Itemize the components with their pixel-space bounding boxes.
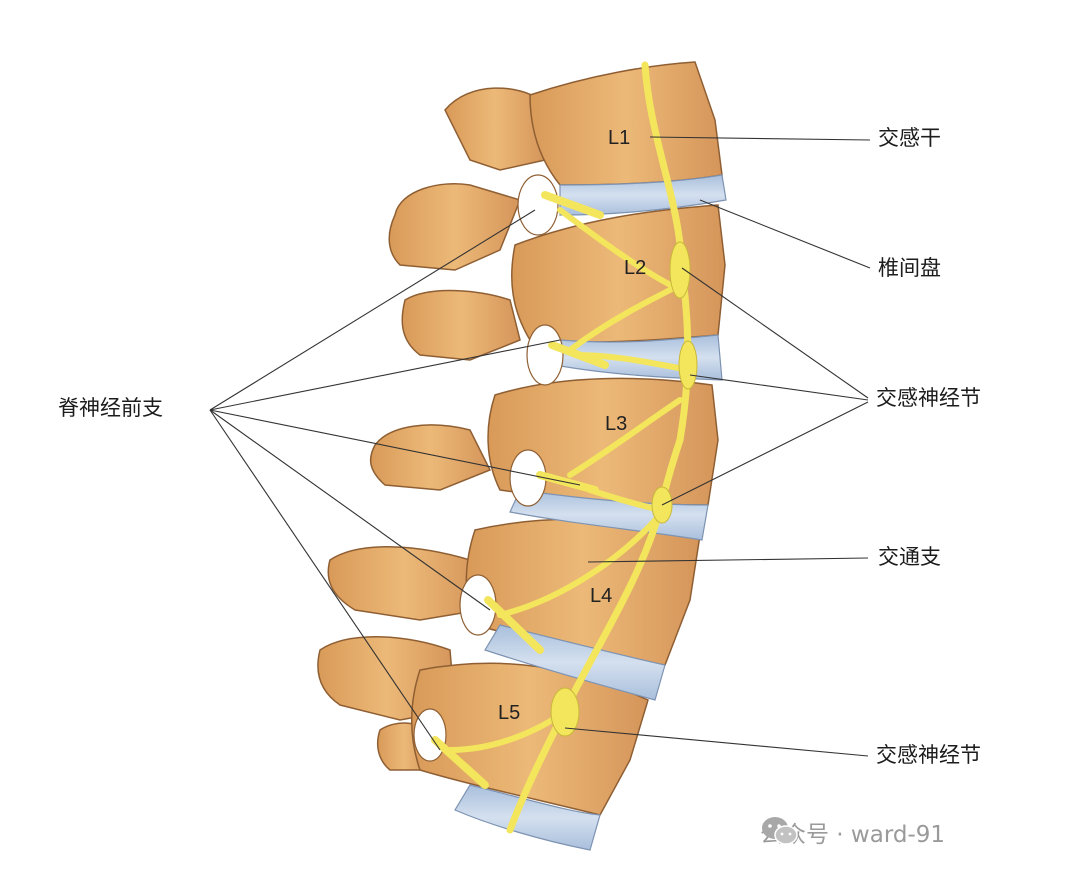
label-anterior-ramus: 脊神经前支 — [58, 396, 163, 420]
vertebra-l2-body — [511, 204, 726, 343]
leader-ganglion-b — [689, 374, 869, 401]
wechat-icon — [762, 817, 798, 845]
vertebra-label-l2: L2 — [624, 257, 647, 279]
ganglion-l2 — [669, 241, 691, 299]
leader-ramus-3 — [209, 409, 581, 486]
ganglion-l3 — [678, 340, 698, 390]
label-communicating-branch: 交通支 — [878, 545, 941, 569]
leader-ramus-2 — [209, 339, 561, 411]
label-sympathetic-trunk: 交感干 — [878, 126, 941, 150]
label-sympathetic-ganglion-lower: 交感神经节 — [876, 743, 981, 767]
vertebra-label-l1: L1 — [608, 127, 631, 149]
vertebra-l1-body — [529, 61, 723, 186]
leader-ramus-1 — [209, 209, 536, 411]
vertebra-label-l3: L3 — [605, 413, 628, 435]
intervertebral-foramina — [413, 174, 564, 762]
leader-ganglion-lower — [564, 727, 869, 757]
disc-l1-l2 — [559, 174, 727, 216]
leader-ganglion-a — [681, 267, 869, 399]
disc-l3-l4 — [509, 489, 709, 541]
leader-lines — [209, 136, 871, 757]
ganglia — [550, 241, 698, 737]
leader-trunk — [649, 136, 871, 141]
leader-ganglion-c — [661, 401, 869, 506]
vertebra-label-l4: L4 — [590, 585, 613, 607]
leader-ramus-5 — [209, 409, 441, 751]
leader-disc — [699, 199, 871, 269]
vertebra-label-l5: L5 — [498, 702, 521, 724]
label-intervertebral-disc: 椎间盘 — [878, 256, 941, 280]
label-sympathetic-ganglion: 交感神经节 — [876, 386, 981, 410]
leader-ramus-4 — [209, 409, 491, 611]
watermark: 公众号 · ward-91 — [760, 815, 945, 849]
leader-communicating — [587, 557, 869, 563]
ganglion-l5 — [550, 687, 580, 737]
